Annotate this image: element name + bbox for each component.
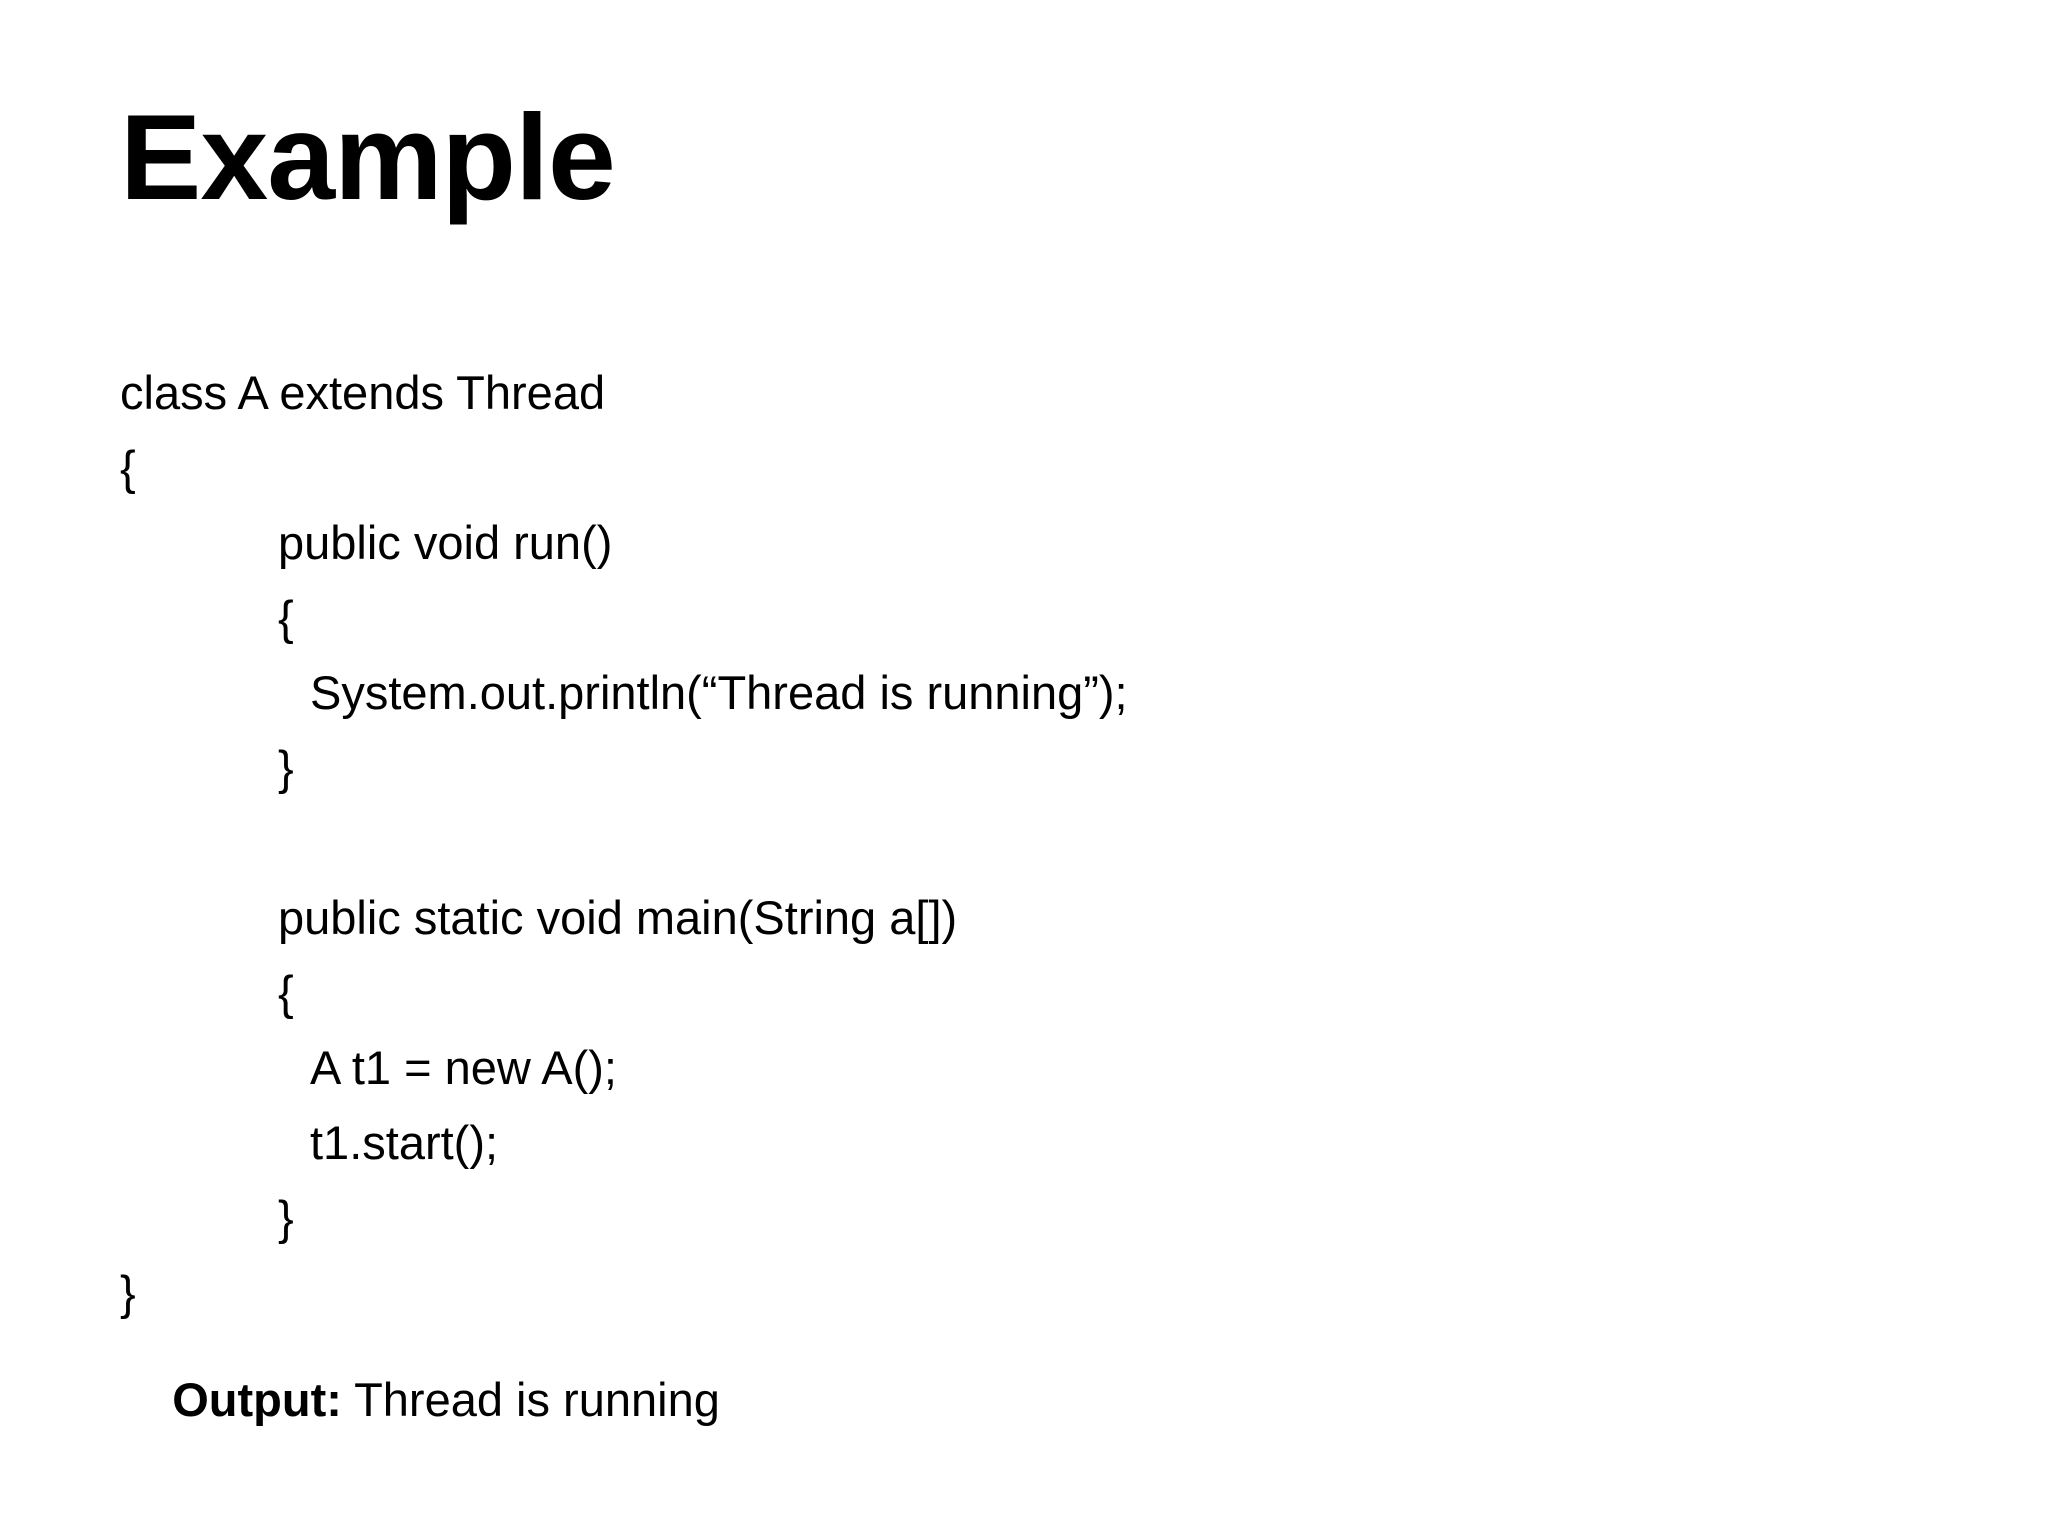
code-line: System.out.println(“Thread is running”);	[310, 666, 1128, 719]
code-block: class A extends Thread { public void run()…	[120, 355, 1920, 1330]
output-label: Output:	[172, 1373, 342, 1426]
code-line: public void run()	[278, 516, 613, 569]
code-line: }	[278, 741, 294, 794]
code-line: public static void main(String a[])	[278, 891, 958, 944]
page-title: Example	[120, 89, 616, 225]
code-line: }	[120, 1266, 136, 1319]
code-line: A t1 = new A();	[310, 1041, 617, 1094]
code-line: {	[278, 966, 294, 1019]
output-value: Thread is running	[341, 1373, 720, 1426]
code-line: }	[278, 1191, 294, 1244]
code-line: {	[120, 441, 136, 494]
code-line: {	[278, 591, 294, 644]
output-line: Output: Thread is running	[120, 1295, 720, 1505]
code-line-blank	[120, 805, 1920, 880]
code-line: t1.start();	[310, 1116, 499, 1169]
code-line: class A extends Thread	[120, 366, 606, 419]
